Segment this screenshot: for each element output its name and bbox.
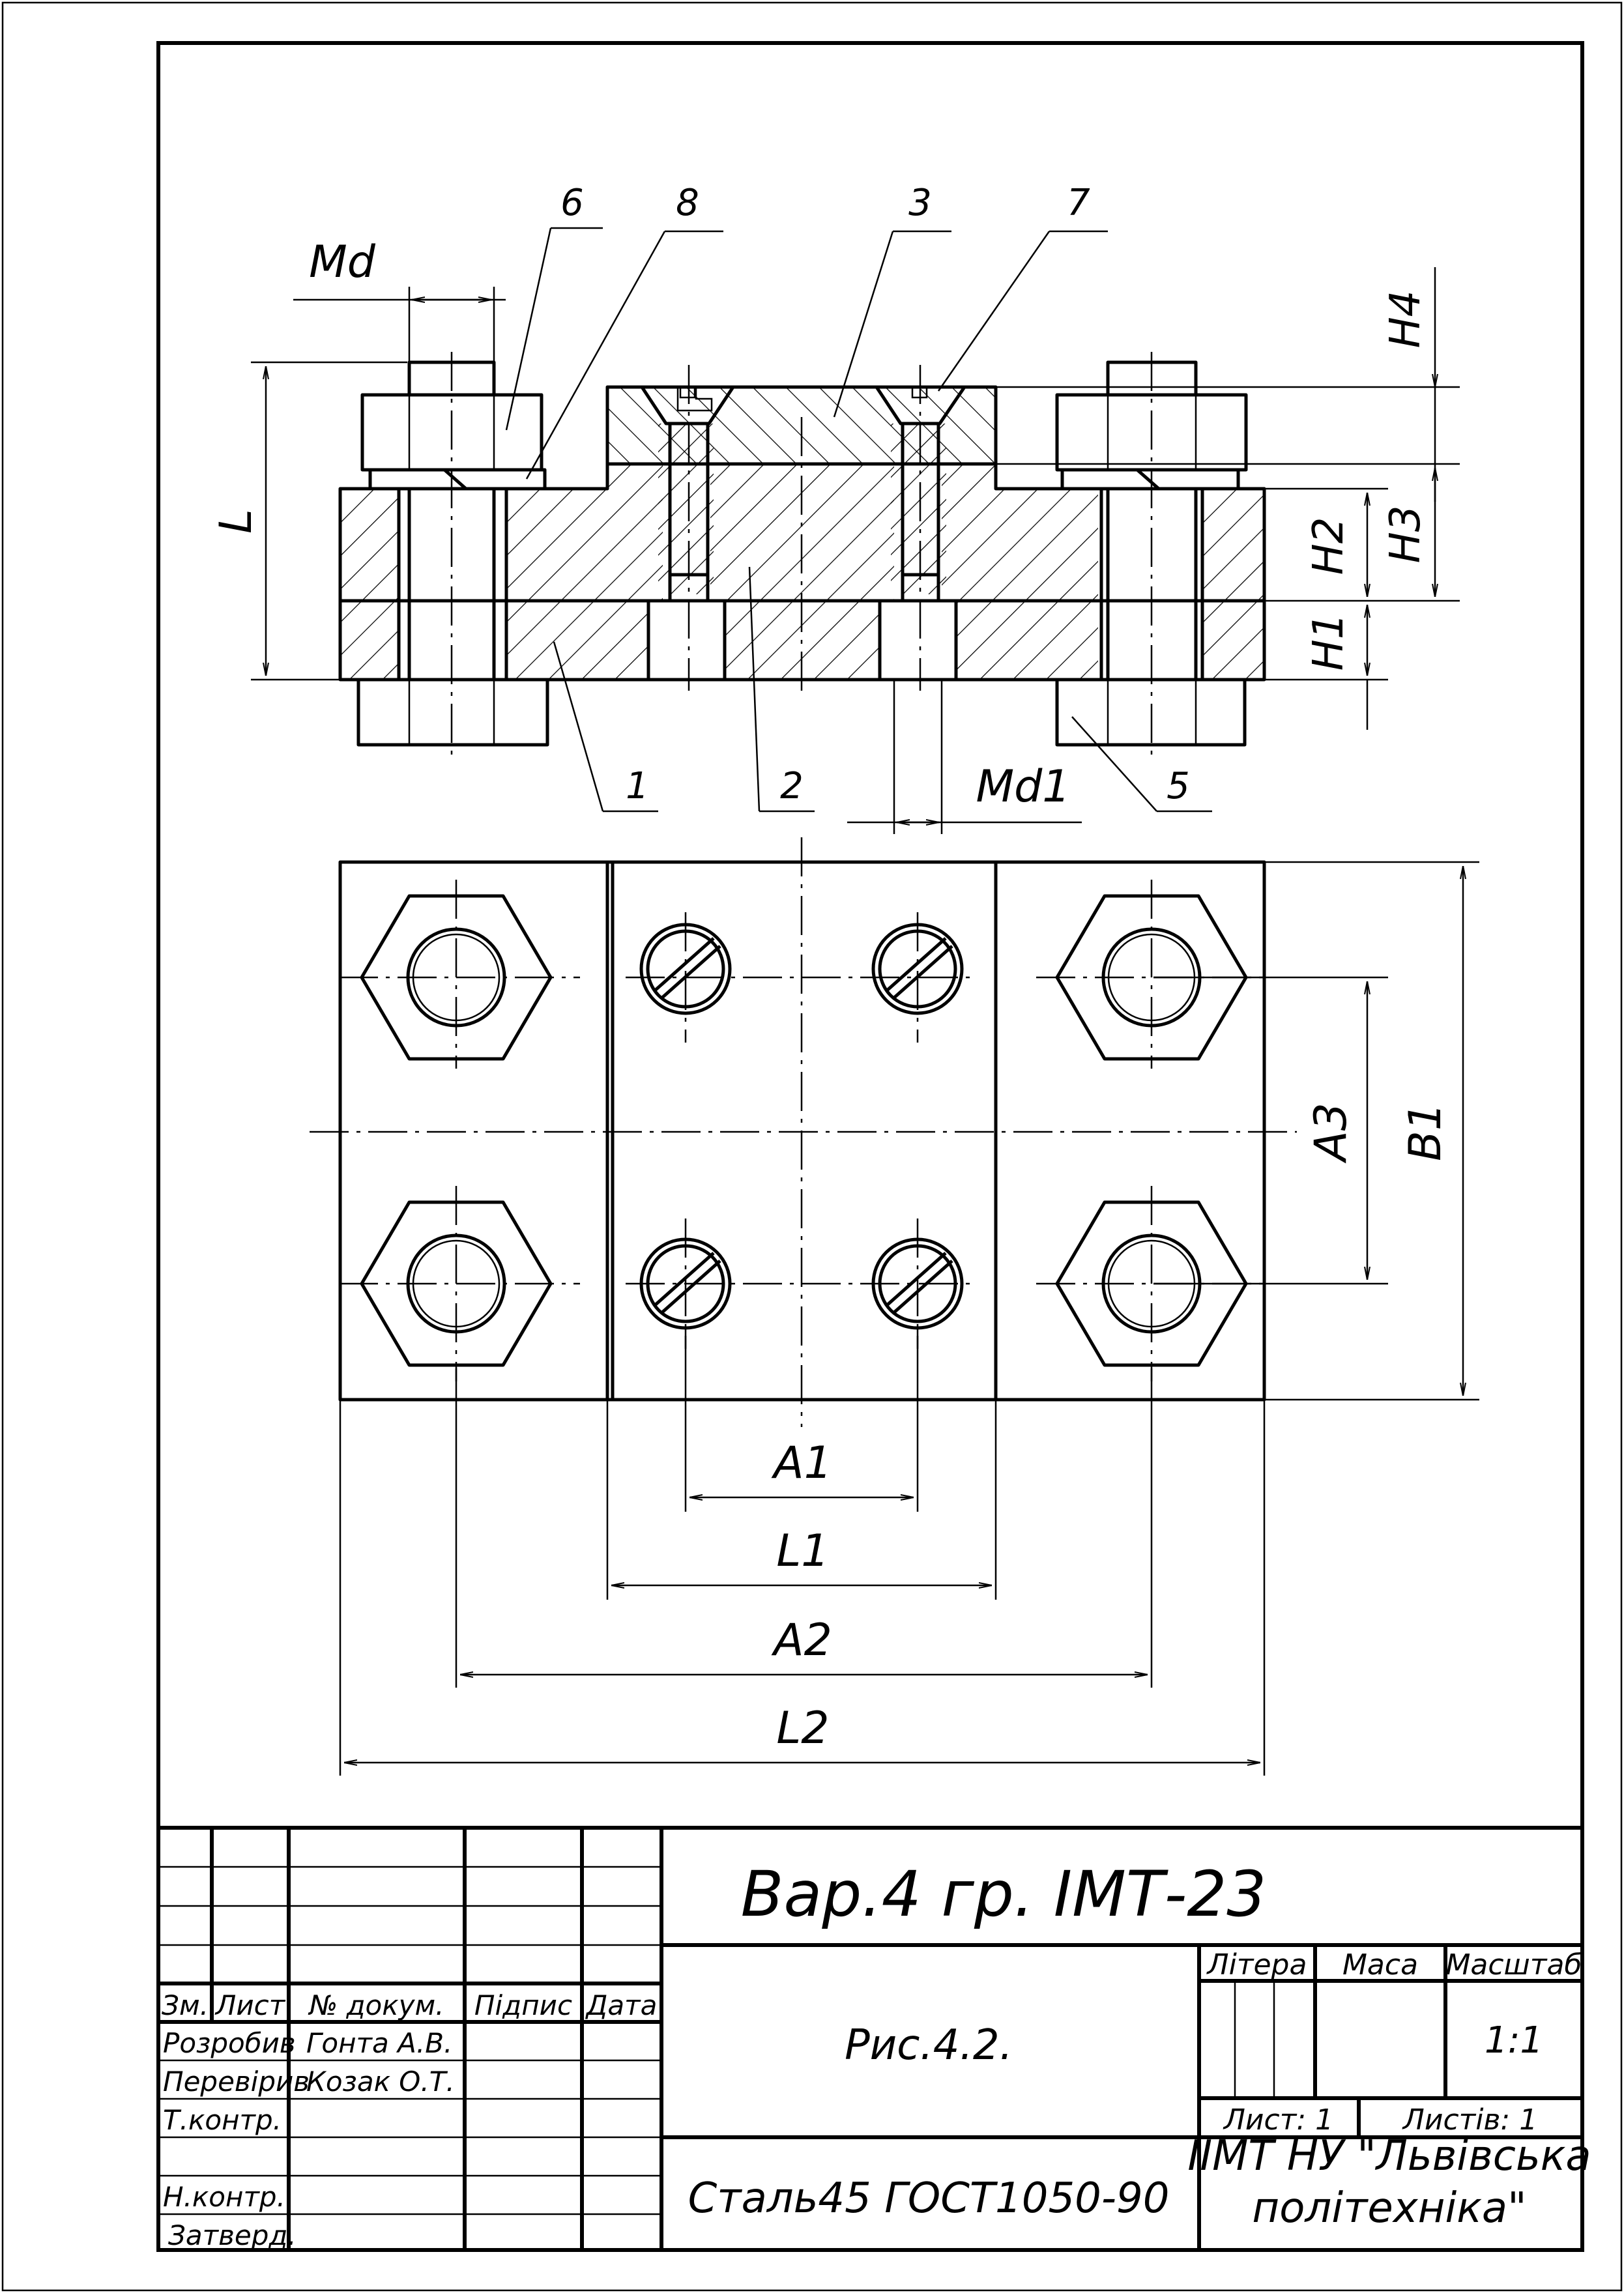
label-part-5: 5 — [1167, 765, 1190, 807]
hatch-screw-left — [658, 424, 714, 594]
header-mass: Маса — [1342, 1948, 1418, 1982]
screw-head-2 — [871, 923, 964, 1015]
label-part-7: 7 — [1067, 182, 1090, 224]
label-part-2: 2 — [780, 765, 804, 807]
dim-l: L — [210, 509, 262, 534]
dim-a2: A2 — [771, 1615, 832, 1666]
row-approved: Затверд. — [168, 2219, 297, 2251]
name-developed: Гонта А.В. — [306, 2027, 452, 2059]
column-signature: Підпис — [474, 1989, 572, 2021]
organization-line-1: ІІМТ НУ "Львівська — [1187, 2132, 1591, 2180]
nut-top-left — [360, 894, 553, 1061]
header-scale: Масштаб — [1445, 1948, 1582, 1982]
name-checked: Козак О.Т. — [306, 2066, 455, 2098]
sheets-total: Листів: 1 — [1402, 2103, 1537, 2137]
scale-value: 1:1 — [1485, 2019, 1543, 2062]
label-part-8: 8 — [676, 182, 699, 224]
nut-bottom-left — [360, 1200, 553, 1367]
hatch-plate2-mid — [710, 464, 894, 601]
hatch-plate1-c — [956, 601, 1098, 680]
header-litera: Літера — [1206, 1948, 1307, 1982]
label-part-1: 1 — [626, 765, 649, 807]
hatch-plate1-a — [506, 601, 648, 680]
screw-head-4 — [871, 1237, 964, 1330]
dim-h4: H4 — [1382, 291, 1430, 349]
sheet-number: Лист: 1 — [1223, 2103, 1333, 2137]
hatch-plate2-left — [506, 464, 663, 601]
column-sheet: Лист — [214, 1989, 286, 2021]
screw-head-3 — [639, 1237, 732, 1330]
hatch-plate2-right — [942, 464, 1098, 601]
row-checked: Перевірив — [163, 2066, 310, 2098]
column-document: № докум. — [308, 1989, 444, 2021]
material-text: Сталь45 ГОСТ1050-90 — [688, 2174, 1170, 2223]
dim-h3: H3 — [1382, 506, 1430, 564]
hatch-left-upper — [340, 489, 399, 601]
screw-head-1 — [639, 923, 732, 1015]
hatch-right-lower — [1202, 601, 1264, 680]
hatch-right-upper — [1202, 489, 1264, 601]
title-text: Вар.4 гр. ІМТ-23 — [741, 1858, 1267, 1931]
label-part-6: 6 — [560, 182, 584, 224]
dim-b1: B1 — [1400, 1103, 1451, 1161]
row-ncontrol: Н.контр. — [163, 2181, 285, 2213]
dim-a1: A1 — [771, 1437, 832, 1489]
dim-h1: H1 — [1305, 613, 1353, 671]
drawing-name: Рис.4.2. — [845, 2021, 1013, 2069]
row-developed: Розробив — [163, 2027, 296, 2059]
front-section-view — [251, 227, 1460, 834]
title-block: Вар.4 гр. ІМТ-23 Рис.4.2. Сталь45 ГОСТ10… — [158, 1826, 1591, 2251]
dim-l1: L1 — [776, 1525, 829, 1577]
column-change: Зм. — [162, 1989, 209, 2021]
column-date: Дата — [585, 1989, 658, 2021]
label-part-3: 3 — [908, 182, 932, 224]
hatch-left-lower — [340, 601, 399, 680]
row-tcontrol: Т.контр. — [163, 2104, 282, 2136]
dim-md1: Md1 — [976, 761, 1070, 813]
top-view — [310, 837, 1479, 1776]
dim-l2: L2 — [776, 1703, 829, 1754]
dim-a3: A3 — [1305, 1103, 1357, 1164]
dim-h2: H2 — [1305, 517, 1353, 575]
drawing-frame — [156, 41, 1584, 2252]
dim-md: Md — [309, 237, 376, 288]
organization-line-2: політехніка" — [1252, 2184, 1526, 2232]
